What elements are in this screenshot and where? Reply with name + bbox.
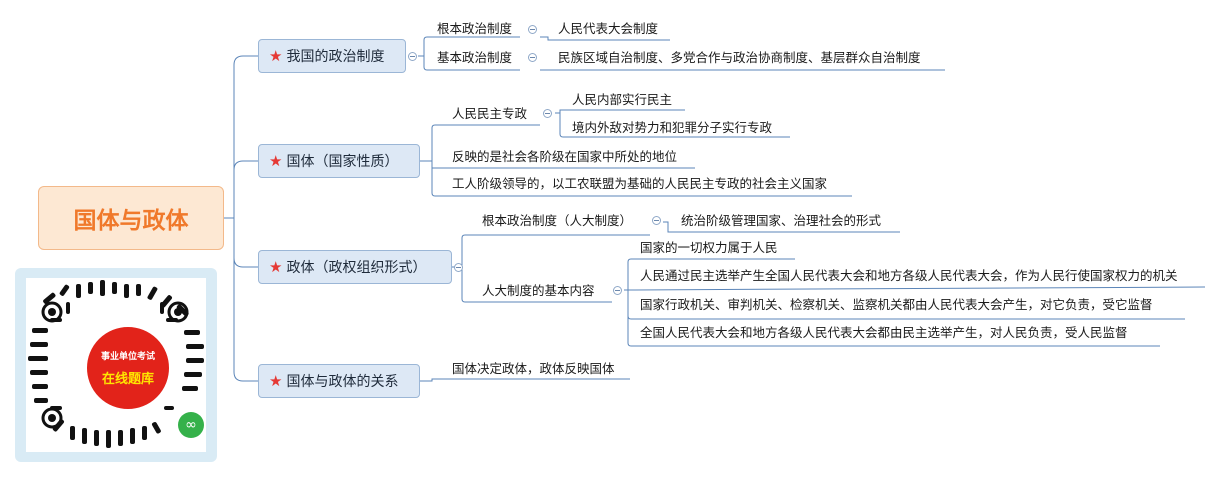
collapse-toggle-icon[interactable] — [652, 216, 661, 225]
node-label[interactable]: 工人阶级领导的，以工农联盟为基础的人民民主专政的社会主义国家 — [452, 176, 828, 191]
node-label[interactable]: 人民内部实行民主 — [572, 92, 673, 107]
node-label[interactable]: 统治阶级管理国家、治理社会的形式 — [681, 213, 882, 228]
node-label[interactable]: 国家行政机关、审判机关、检察机关、监察机关都由人民代表大会产生，对它负责，受它监… — [640, 297, 1153, 312]
node-label[interactable]: 基本政治制度 — [437, 50, 513, 65]
node-label[interactable]: 人大制度的基本内容 — [482, 283, 595, 298]
qr-line2: 在线题库 — [101, 372, 154, 387]
node-label[interactable]: 国家的一切权力属于人民 — [640, 240, 778, 255]
qr-code-panel[interactable]: 事业单位考试 在线题库 ∞ — [15, 268, 217, 462]
qr-center-badge: 事业单位考试 在线题库 — [84, 324, 172, 412]
branch-title: 国体（国家性质） — [286, 154, 399, 170]
qr-code: 事业单位考试 在线题库 ∞ — [26, 278, 206, 452]
root-node[interactable]: 国体与政体 — [38, 186, 224, 250]
branch-title: 我国的政治制度 — [286, 49, 385, 65]
collapse-toggle-icon[interactable] — [528, 53, 537, 62]
node-label[interactable]: 全国人民代表大会和地方各级人民代表大会都由民主选举产生，对人民负责，受人民监督 — [640, 325, 1128, 340]
collapse-toggle-icon[interactable] — [543, 109, 552, 118]
collapse-toggle-icon[interactable] — [613, 286, 622, 295]
branch-title: 国体与政体的关系 — [286, 374, 399, 390]
star-icon: ★ — [269, 152, 283, 170]
node-label[interactable]: 人民通过民主选举产生全国人民代表大会和地方各级人民代表大会，作为人民行使国家权力… — [640, 268, 1178, 283]
branch-relationship[interactable]: ★ 国体与政体的关系 — [258, 364, 420, 398]
wechat-miniprogram-icon: ∞ — [178, 412, 204, 438]
collapse-toggle-icon[interactable] — [528, 25, 537, 34]
node-label[interactable]: 人民民主专政 — [452, 106, 528, 121]
star-icon: ★ — [269, 47, 283, 65]
star-icon: ★ — [269, 372, 283, 390]
collapse-toggle-icon[interactable] — [454, 263, 463, 272]
node-label[interactable]: 根本政治制度（人大制度） — [482, 213, 633, 228]
qr-line1: 事业单位考试 — [100, 352, 155, 362]
branch-political-system[interactable]: ★ 我国的政治制度 — [258, 39, 406, 73]
node-label[interactable]: 反映的是社会各阶级在国家中所处的地位 — [452, 149, 678, 164]
node-label[interactable]: 国体决定政体，政体反映国体 — [452, 361, 615, 376]
node-label[interactable]: 人民代表大会制度 — [558, 21, 659, 36]
branch-government-form[interactable]: ★ 政体（政权组织形式） — [258, 250, 452, 284]
branch-title: 政体（政权组织形式） — [286, 260, 427, 276]
node-label[interactable]: 根本政治制度 — [437, 21, 513, 36]
node-label[interactable]: 境内外敌对势力和犯罪分子实行专政 — [572, 120, 773, 135]
collapse-toggle-icon[interactable] — [408, 52, 417, 61]
branch-state-nature[interactable]: ★ 国体（国家性质） — [258, 144, 420, 178]
star-icon: ★ — [269, 258, 283, 276]
node-label[interactable]: 民族区域自治制度、多党合作与政治协商制度、基层群众自治制度 — [558, 50, 921, 65]
root-title: 国体与政体 — [73, 208, 189, 234]
qr-pattern — [28, 280, 204, 448]
